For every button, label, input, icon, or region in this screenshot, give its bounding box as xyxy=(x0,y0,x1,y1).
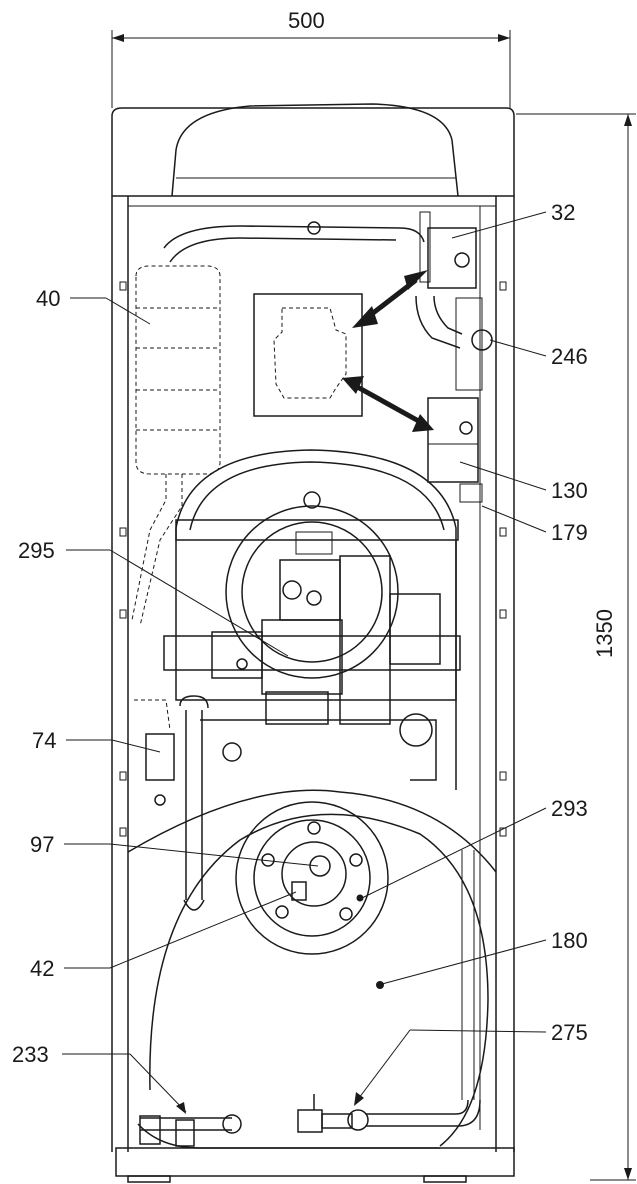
flow-pipes-left xyxy=(134,695,242,911)
callout-179: 179 xyxy=(551,520,588,545)
control-panel-detail xyxy=(253,293,363,417)
callout-180: 180 xyxy=(551,928,588,953)
width-dimension-label: 500 xyxy=(288,8,325,33)
callout-295: 295 xyxy=(18,538,55,563)
leader-lines xyxy=(62,211,547,1114)
expansion-vessel xyxy=(131,265,221,627)
hot-water-cylinder xyxy=(127,789,497,1149)
callout-40: 40 xyxy=(36,286,60,311)
flow-pipe-top-inner xyxy=(169,237,397,263)
callout-97: 97 xyxy=(30,832,54,857)
burner xyxy=(211,531,441,725)
callout-293: 293 xyxy=(551,796,588,821)
callout-labels: 32 40 246 130 179 295 74 293 97 180 42 2… xyxy=(12,200,588,1067)
callout-130: 130 xyxy=(551,478,588,503)
combustion-chamber xyxy=(163,449,461,790)
callout-74: 74 xyxy=(32,728,56,753)
callout-32: 32 xyxy=(551,200,575,225)
callout-246: 246 xyxy=(551,344,588,369)
bottom-connections xyxy=(139,1094,481,1147)
pump-246 xyxy=(415,295,493,391)
valve-block-upper xyxy=(419,211,477,289)
height-dimension: 1350 xyxy=(516,113,636,1181)
valve-block-lower xyxy=(427,397,483,503)
inspection-flange xyxy=(235,801,389,955)
height-dimension-label: 1350 xyxy=(592,609,617,658)
callout-42: 42 xyxy=(30,956,54,981)
callout-233: 233 xyxy=(12,1042,49,1067)
flow-pipe-top xyxy=(163,225,425,249)
callout-275: 275 xyxy=(551,1020,588,1045)
detail-arrows xyxy=(342,270,434,432)
cabinet xyxy=(111,103,515,1183)
width-dimension: 500 xyxy=(111,8,511,108)
